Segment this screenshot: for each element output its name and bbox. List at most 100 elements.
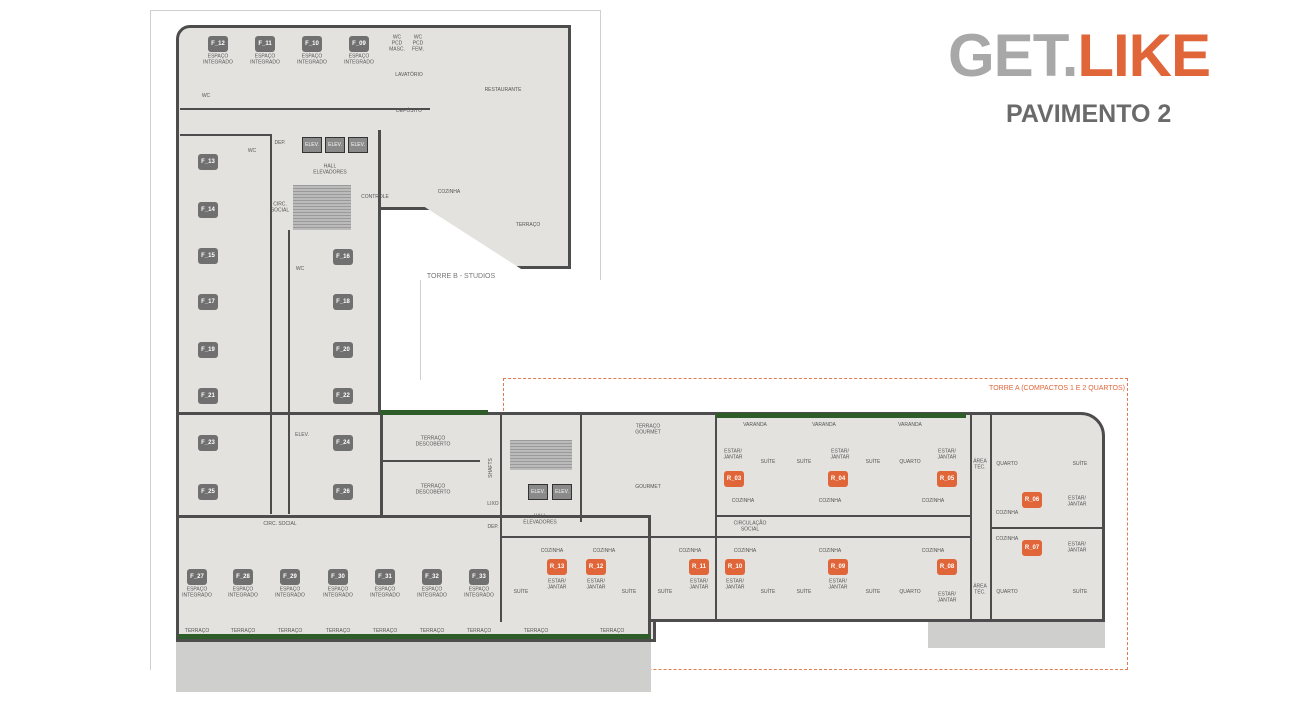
room-label: SUÍTE [1072, 461, 1088, 468]
unit-badge[interactable]: R_06 [1022, 492, 1042, 508]
room-label: WC [201, 93, 211, 100]
unit-badge[interactable]: F_26 [333, 484, 353, 500]
unit-badge[interactable]: R_08 [937, 559, 957, 575]
room-label: RESTAURANTE [484, 87, 522, 94]
unit-badge[interactable]: F_27 [187, 569, 207, 585]
room-label: TERRAÇO [515, 222, 541, 229]
planter [716, 413, 966, 418]
room-label: LIXO [487, 501, 499, 508]
room-label: SUÍTE [865, 459, 881, 466]
room-label: COZINHA [731, 498, 755, 505]
room-label: CIRC. SOCIAL [263, 521, 297, 528]
room-label: ESTAR/ JANTAR [689, 578, 709, 590]
room-label: QUARTO [996, 589, 1018, 596]
room-label: CONTROLE [361, 194, 389, 201]
unit-badge[interactable]: F_14 [198, 202, 218, 218]
room-label: TERRAÇO [372, 628, 398, 635]
unit-badge[interactable]: F_29 [280, 569, 300, 585]
wall [500, 412, 502, 622]
wall [716, 515, 970, 517]
room-label: ESPAÇO INTEGRADO [297, 53, 327, 65]
unit-badge[interactable]: F_20 [333, 342, 353, 358]
wall [180, 108, 430, 110]
unit-badge[interactable]: F_09 [349, 36, 369, 52]
unit-badge[interactable]: F_18 [333, 294, 353, 310]
unit-badge[interactable]: F_28 [233, 569, 253, 585]
unit-badge[interactable]: F_24 [333, 435, 353, 451]
unit-badge[interactable]: F_13 [198, 154, 218, 170]
room-label: ÁREA TÉC. [973, 583, 987, 595]
room-label: TERRAÇO [419, 628, 445, 635]
room-label: TERRAÇO [599, 628, 625, 635]
room-label: ESPAÇO INTEGRADO [370, 586, 400, 598]
room-label: SUÍTE [760, 459, 776, 466]
wall [715, 412, 717, 622]
unit-badge[interactable]: F_25 [198, 484, 218, 500]
unit-badge[interactable]: R_13 [547, 559, 567, 575]
unit-badge[interactable]: F_30 [328, 569, 348, 585]
room-label: TERRAÇO [325, 628, 351, 635]
unit-badge[interactable]: F_17 [198, 294, 218, 310]
paving [176, 640, 651, 692]
logo-get: GET. [948, 22, 1078, 89]
unit-badge[interactable]: F_22 [333, 388, 353, 404]
room-label: SUÍTE [1072, 589, 1088, 596]
unit-badge[interactable]: F_31 [375, 569, 395, 585]
room-label: SUÍTE [796, 459, 812, 466]
staircase [510, 440, 572, 470]
room-label: ESPAÇO INTEGRADO [228, 586, 258, 598]
unit-badge[interactable]: F_19 [198, 342, 218, 358]
room-label: WC PCD FEM. [412, 34, 424, 52]
room-label: CIRCULAÇÃO SOCIAL [733, 520, 767, 532]
elevator: ELEV. [302, 137, 322, 153]
room-label: TERRAÇO DESCOBERTO [415, 483, 451, 495]
room-label: ESPAÇO INTEGRADO [182, 586, 212, 598]
unit-badge[interactable]: F_23 [198, 435, 218, 451]
room-label: COZINHA [921, 498, 945, 505]
unit-badge[interactable]: R_05 [937, 471, 957, 487]
wall [970, 412, 972, 622]
elevator: ELEV. [325, 137, 345, 153]
planter [178, 634, 650, 639]
room-label: COZINHA [733, 548, 757, 555]
unit-badge[interactable]: F_16 [333, 249, 353, 265]
room-label: ESPAÇO INTEGRADO [250, 53, 280, 65]
room-label: COZINHA [592, 548, 616, 555]
room-label: DEP. [274, 140, 286, 147]
unit-badge[interactable]: F_33 [469, 569, 489, 585]
room-label: ELEV. [295, 432, 309, 439]
room-label: VARANDA [812, 422, 836, 429]
room-label: TERRAÇO DESCOBERTO [415, 435, 451, 447]
room-label: SUÍTE [657, 589, 673, 596]
room-label: TERRAÇO [230, 628, 256, 635]
unit-badge[interactable]: F_11 [255, 36, 275, 52]
unit-badge[interactable]: R_12 [586, 559, 606, 575]
unit-badge[interactable]: F_21 [198, 388, 218, 404]
room-label: CIRC. SOCIAL [270, 201, 290, 213]
unit-badge[interactable]: R_09 [828, 559, 848, 575]
unit-badge[interactable]: F_10 [302, 36, 322, 52]
room-label: SHAFTS [488, 458, 495, 478]
unit-badge[interactable]: F_32 [422, 569, 442, 585]
room-label: ESPAÇO INTEGRADO [203, 53, 233, 65]
room-label: COZINHA [818, 548, 842, 555]
room-label: QUARTO [996, 461, 1018, 468]
room-label: WC [295, 266, 305, 273]
unit-badge[interactable]: R_10 [725, 559, 745, 575]
room-label: WC [247, 148, 257, 155]
unit-badge[interactable]: R_07 [1022, 540, 1042, 556]
room-label: LAVATÓRIO [395, 72, 423, 79]
unit-badge[interactable]: R_04 [828, 471, 848, 487]
room-label: ESTAR/ JANTAR [937, 448, 957, 460]
room-label: TERRAÇO [184, 628, 210, 635]
unit-badge[interactable]: F_15 [198, 248, 218, 264]
unit-badge[interactable]: R_11 [689, 559, 709, 575]
logo: GET.LIKE [948, 26, 1211, 86]
room-label: VARANDA [743, 422, 767, 429]
logo-like: LIKE [1077, 22, 1211, 89]
unit-badge[interactable]: R_03 [724, 471, 744, 487]
unit-badge[interactable]: F_12 [208, 36, 228, 52]
room-label: TERRAÇO [523, 628, 549, 635]
room-label: ESPAÇO INTEGRADO [417, 586, 447, 598]
room-label: DEPÓSITO [396, 108, 422, 115]
